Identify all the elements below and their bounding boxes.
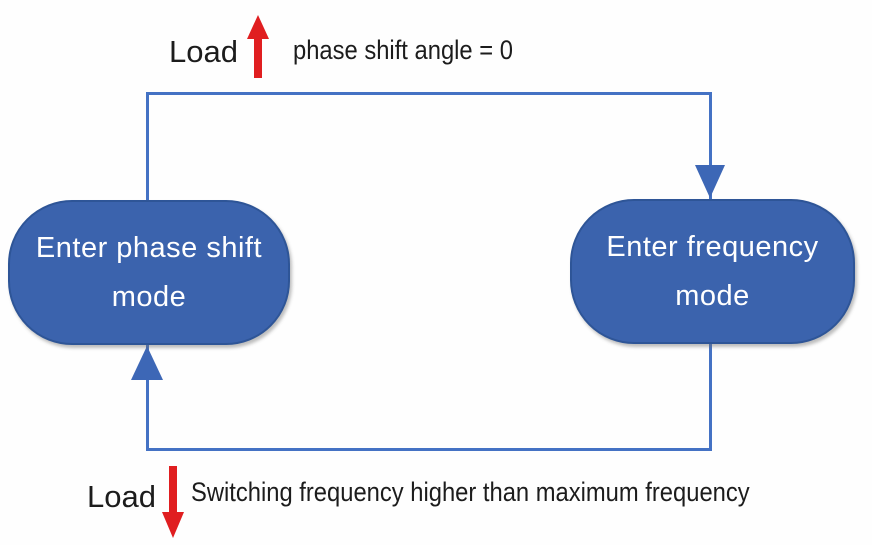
- node-enter-phase-shift-mode: Enter phase shift mode: [8, 200, 290, 345]
- load-increase-arrowhead-icon: [247, 15, 269, 39]
- load-decrease-arrow-icon: [169, 466, 177, 515]
- load-decrease-arrowhead-icon: [162, 512, 184, 538]
- arrowhead-down-icon: [695, 165, 725, 198]
- transition-condition-bottom: Switching frequency higher than maximum …: [191, 477, 750, 507]
- node-label: Enter phase shift mode: [35, 231, 263, 313]
- node-label: Enter frequency mode: [606, 230, 819, 312]
- load-label-bottom: Load: [87, 479, 156, 514]
- load-increase-arrow-icon: [254, 37, 262, 78]
- transition-condition-top: phase shift angle = 0: [293, 35, 513, 65]
- arrowhead-up-icon: [131, 346, 163, 380]
- load-label-top: Load: [169, 34, 238, 69]
- node-enter-frequency-mode: Enter frequency mode: [570, 199, 855, 344]
